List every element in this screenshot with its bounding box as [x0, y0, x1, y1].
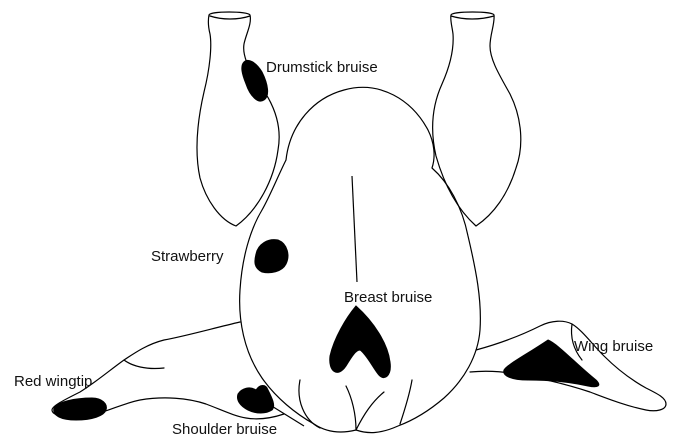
wing-bruise-label: Wing bruise	[574, 338, 653, 355]
right-drumstick	[433, 12, 521, 226]
right-drumstick-knuckle	[451, 16, 494, 19]
body-lower-lobes	[299, 380, 412, 430]
shoulder-bruise-label: Shoulder bruise	[172, 421, 277, 438]
left-drumstick-knuckle	[210, 16, 250, 19]
breast-bruise-mark	[330, 306, 391, 378]
strawberry-mark	[255, 240, 288, 273]
drumstick-bruise-label: Drumstick bruise	[266, 59, 378, 76]
strawberry-label: Strawberry	[151, 248, 224, 265]
left-wing-joint	[124, 360, 164, 369]
left-drumstick	[197, 12, 279, 226]
drumstick-bruise-mark	[242, 60, 268, 101]
breast-bruise-label: Breast bruise	[344, 289, 432, 306]
shoulder-bruise-mark	[237, 386, 273, 414]
breast-bruise-leader	[352, 176, 357, 282]
red-wingtip-label: Red wingtip	[14, 373, 92, 390]
